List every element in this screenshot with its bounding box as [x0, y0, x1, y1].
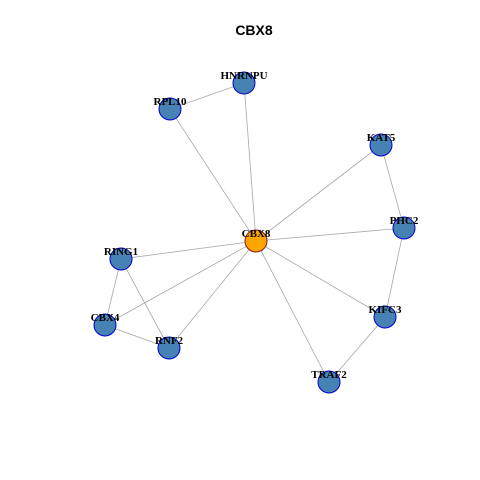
- node-cbx8[interactable]: [244, 229, 268, 253]
- edge-cbx8-rnf2: [168, 240, 257, 349]
- edge-cbx8-cbx4: [104, 240, 257, 326]
- node-label-rnf2: RNF2: [155, 335, 184, 347]
- edge-cbx8-rpl10: [169, 108, 257, 242]
- node-traf2[interactable]: [317, 370, 341, 394]
- node-hnrnpu[interactable]: [232, 71, 256, 95]
- edge-cbx8-phc2: [255, 227, 405, 242]
- edge-cbx8-hnrnpu: [243, 82, 257, 242]
- edge-kifc3-traf2: [328, 316, 386, 383]
- edge-kat5-phc2: [380, 144, 405, 229]
- node-rpl10[interactable]: [158, 97, 182, 121]
- edge-phc2-kifc3: [384, 227, 405, 318]
- edge-cbx8-ring1: [120, 240, 257, 260]
- node-ring1[interactable]: [109, 247, 133, 271]
- node-label-traf2: TRAF2: [311, 369, 347, 381]
- edge-cbx8-kat5: [255, 144, 382, 242]
- node-label-phc2: PHC2: [390, 215, 419, 227]
- node-label-kifc3: KIFC3: [369, 304, 403, 316]
- node-label-rpl10: RPL10: [154, 96, 188, 108]
- edge-ring1-rnf2: [120, 258, 170, 349]
- edge-rpl10-hnrnpu: [169, 82, 245, 110]
- node-label-kat5: KAT5: [367, 132, 396, 144]
- edge-cbx8-kifc3: [255, 240, 386, 318]
- node-label-hnrnpu: HNRNPU: [220, 70, 267, 82]
- graph-title: CBX8: [235, 22, 273, 38]
- node-kifc3[interactable]: [373, 305, 397, 329]
- node-kat5[interactable]: [369, 133, 393, 157]
- node-label-cbx8: CBX8: [242, 228, 271, 240]
- nodes-layer: [93, 71, 416, 394]
- edge-cbx8-traf2: [255, 240, 330, 383]
- node-label-cbx4: CBX4: [91, 312, 120, 324]
- node-phc2[interactable]: [392, 216, 416, 240]
- node-cbx4[interactable]: [93, 313, 117, 337]
- node-label-ring1: RING1: [104, 246, 138, 258]
- node-rnf2[interactable]: [157, 336, 181, 360]
